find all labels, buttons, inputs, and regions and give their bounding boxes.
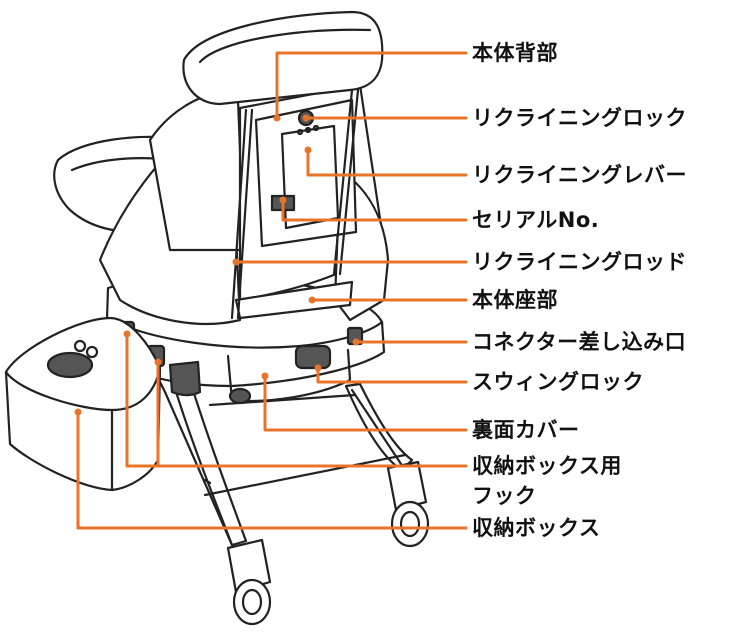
label-recline-rod: リクライニングロッド (472, 250, 687, 274)
leader-bottom-cover (263, 374, 468, 432)
leader-swing-lock (316, 366, 468, 384)
leader-recline-lever (306, 148, 468, 177)
label-serial-no: セリアルNo. (472, 208, 600, 232)
stand-legs (156, 366, 414, 547)
label-recline-lock: リクライニングロック (472, 106, 687, 130)
label-bottom-cover: 裏面カバー (472, 418, 580, 442)
label-recline-lever: リクライニングレバー (472, 163, 687, 187)
label-box-hook-line1: 収納ボックス用 (472, 454, 622, 478)
back-panel (254, 98, 358, 248)
recline-rods (230, 88, 360, 320)
label-swing-lock: スウィングロック (472, 370, 644, 394)
leader-lines (74, 51, 468, 530)
label-storage-box: 収納ボックス (472, 516, 601, 540)
leader-backrest (275, 51, 468, 120)
leader-storage-box (76, 410, 468, 530)
headrest (182, 10, 384, 106)
caster-wheels (226, 460, 430, 626)
label-connector: コネクター差し込み口 (472, 330, 687, 354)
swing-chair-illustration (4, 10, 430, 626)
storage-box-drawing (4, 316, 162, 492)
label-box-hook-line2: フック (472, 484, 537, 508)
leader-box-hook-1 (125, 332, 468, 468)
label-seat: 本体座部 (472, 288, 558, 312)
label-backrest: 本体背部 (472, 41, 558, 65)
leader-serial-no (281, 198, 468, 222)
